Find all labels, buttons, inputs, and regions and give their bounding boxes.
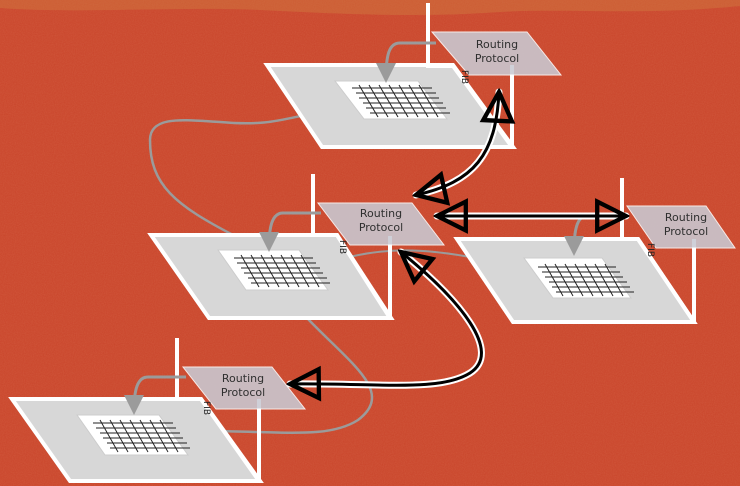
router-bottom-left-fib-label: FIB: [201, 401, 211, 415]
router-right-fib-label: FIB: [645, 243, 655, 257]
control-link-bottom: [290, 252, 483, 385]
link-top-to-middle: [148, 112, 311, 238]
router-middle-left-fib-label: FIB: [337, 240, 347, 254]
top-edge-texture: [0, 0, 740, 16]
router-top-fib-arrow: [376, 41, 436, 83]
router-top-routing-label-1: Routing: [476, 38, 518, 51]
router-middle-left-fib-arrow: [259, 211, 321, 252]
router-bottom-left-routing-panel: [181, 366, 307, 410]
router-right-routing-label-2: Protocol: [664, 225, 708, 238]
router-middle-left-routing-panel: [316, 202, 446, 246]
router-right: Routing Protocol FIB: [453, 178, 736, 324]
router-bottom-left-fib-tray: [76, 414, 189, 456]
router-middle-left-routing-label-2: Protocol: [359, 221, 403, 234]
router-bottom-left-fib-arrow: [124, 375, 186, 415]
router-bottom-left-frame: [175, 338, 261, 483]
router-middle-left-routing-label-1: Routing: [360, 207, 402, 220]
router-bottom-left: Routing Protocol FIB: [8, 338, 307, 483]
router-top-fib-label: FIB: [459, 70, 469, 84]
router-right-routing-label-1: Routing: [665, 211, 707, 224]
control-link-top: [416, 92, 499, 195]
router-top-routing-label-2: Protocol: [475, 52, 519, 65]
router-right-fib-tray: [523, 257, 632, 299]
router-bottom-left-routing-label-1: Routing: [222, 372, 264, 385]
router-right-routing-panel: [626, 205, 736, 249]
router-right-fib-grid: [538, 263, 634, 297]
router-bottom-left-routing-label-2: Protocol: [221, 386, 265, 399]
router-bottom-left-fib-grid: [93, 419, 190, 453]
router-top-routing-panel: [430, 31, 563, 76]
